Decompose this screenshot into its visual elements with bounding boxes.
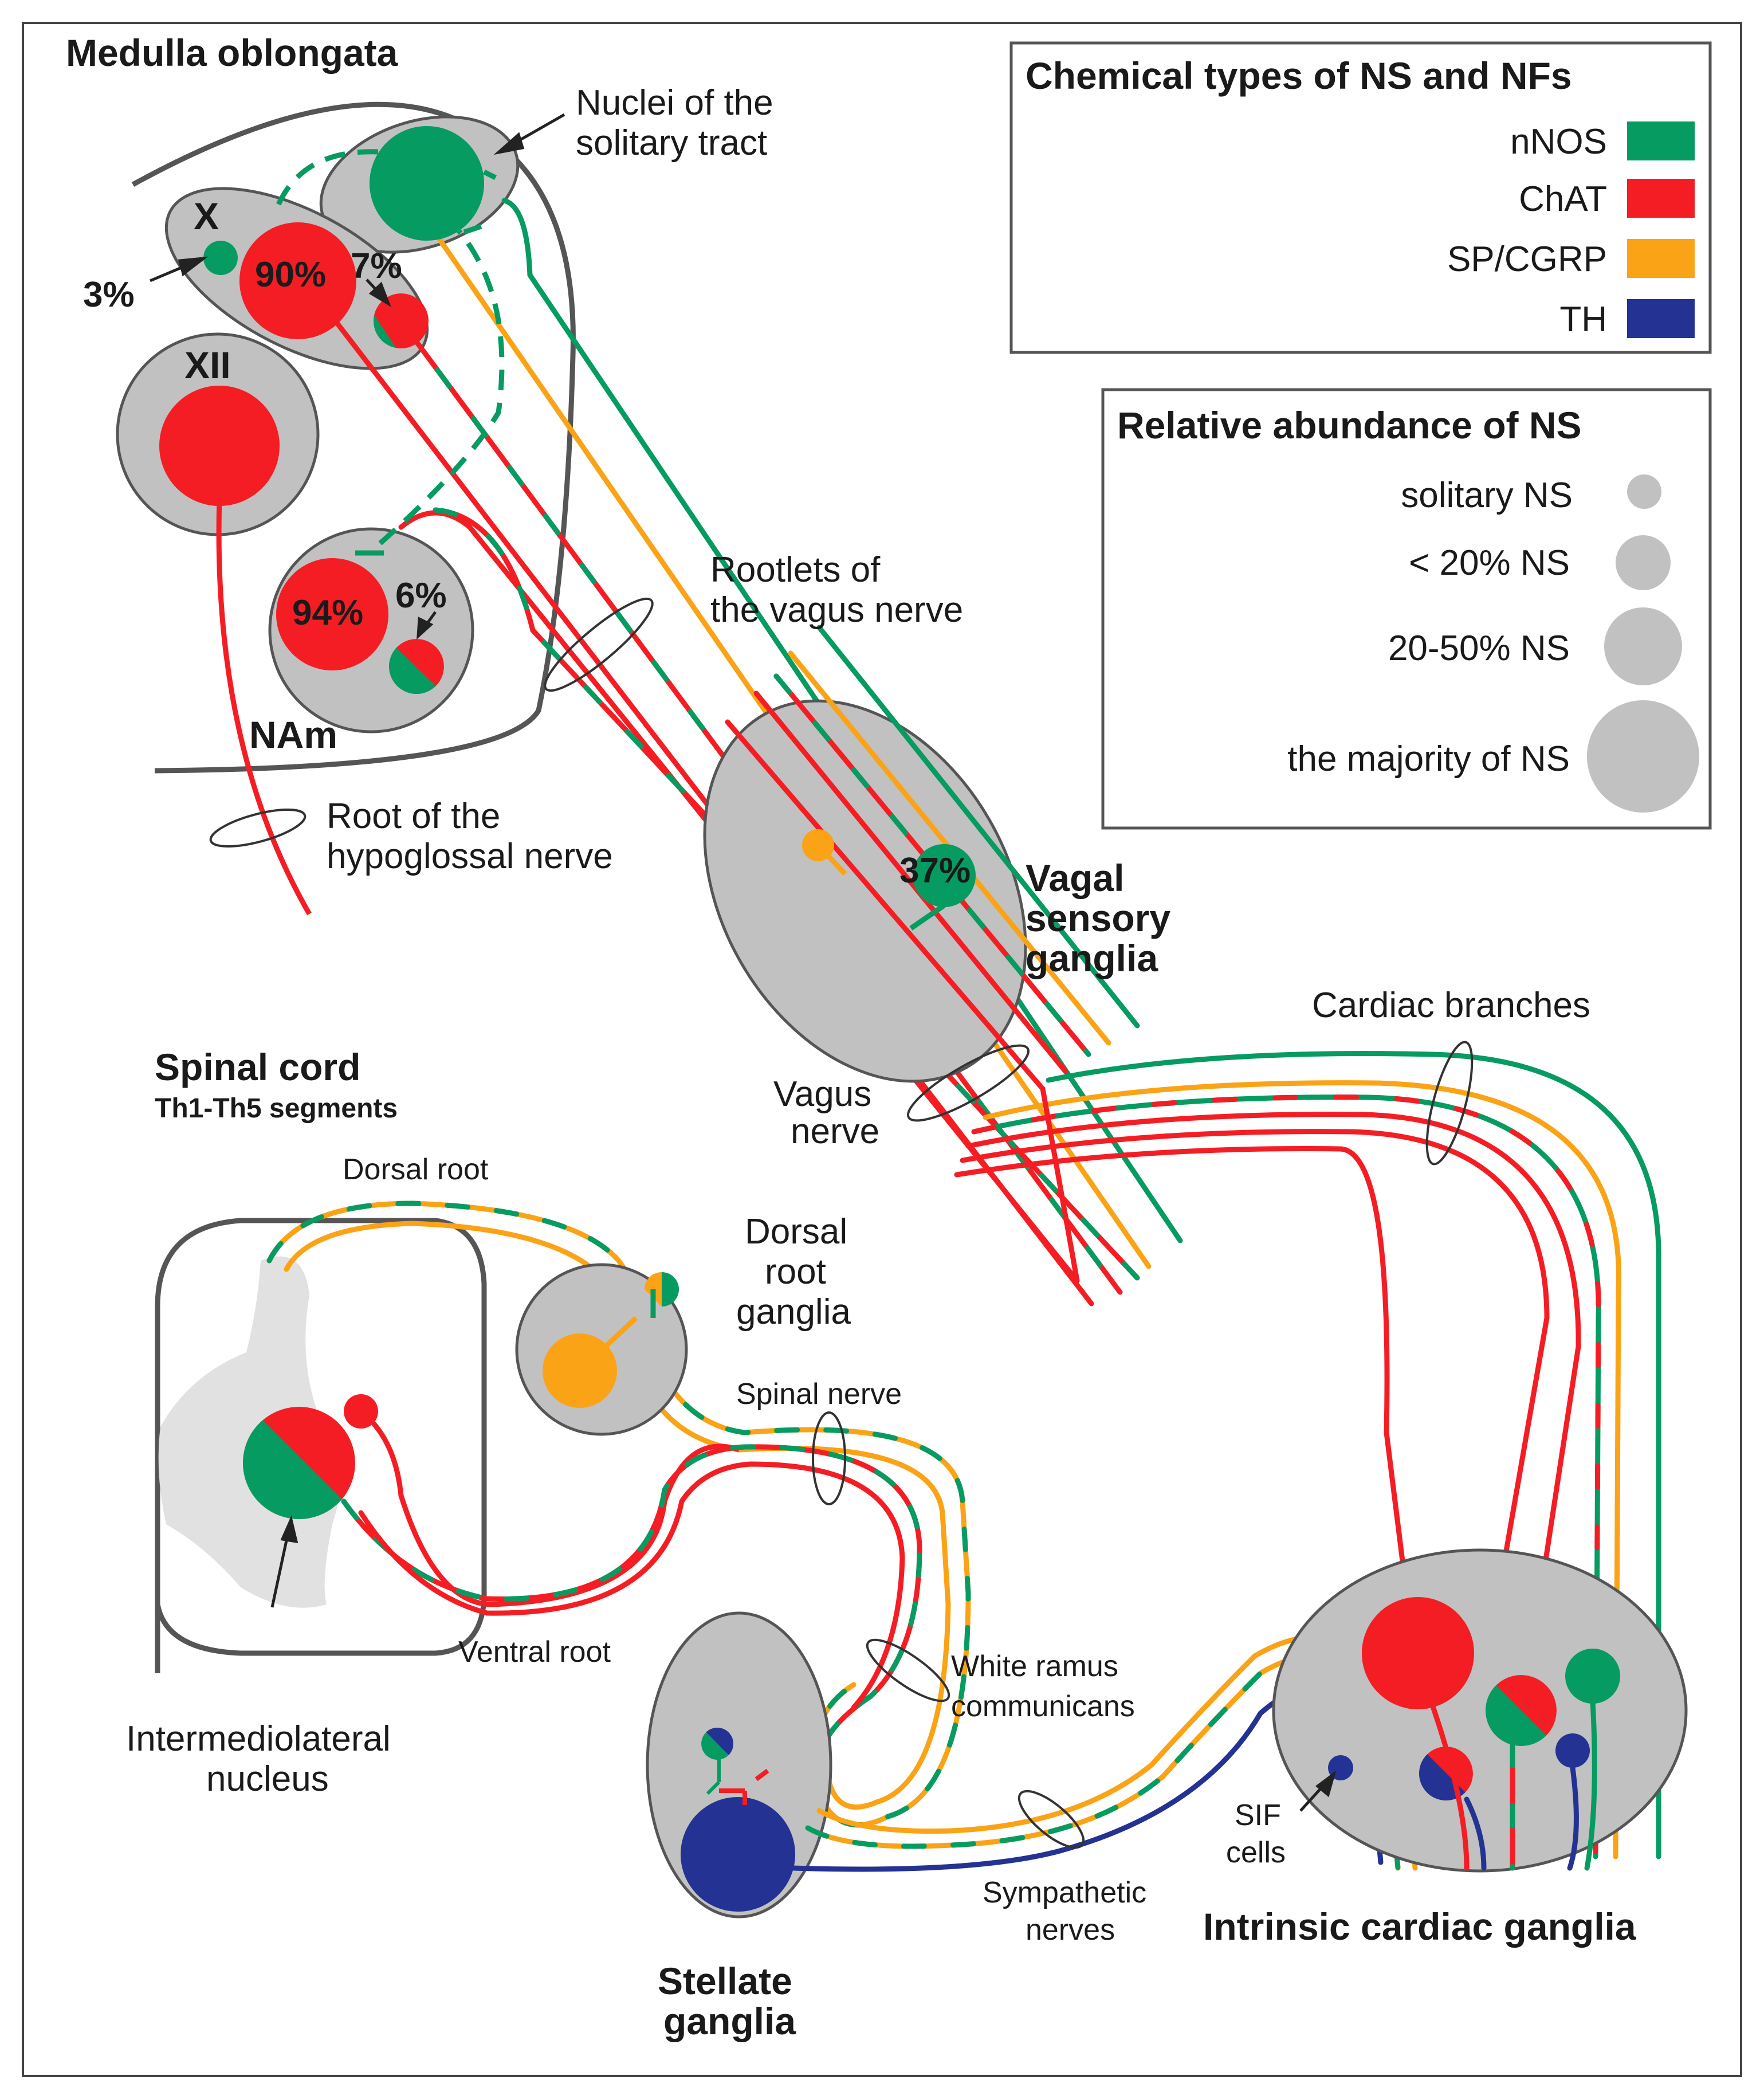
sympathetic-label-1: Sympathetic xyxy=(983,1876,1146,1909)
pct-90: 90% xyxy=(255,255,326,295)
nts-label-2: solitary tract xyxy=(576,123,767,163)
nts-dashed-fibre-nam xyxy=(371,215,505,552)
nam-label: NAm xyxy=(249,713,337,756)
legend-swatch-chat xyxy=(1627,179,1695,218)
vagus-label-1: Vagus xyxy=(773,1074,871,1114)
ventral-root-fibres xyxy=(341,1444,922,1745)
nts-dashed-fibre-x xyxy=(272,149,379,214)
intrinsic-cardiac-ganglion-ellipse xyxy=(1272,1548,1688,1873)
nerve-label-rings xyxy=(209,597,1474,1849)
legend-abundance-title: Relative abundance of NS xyxy=(1117,404,1582,446)
legend-abundance-20-50: 20-50% NS xyxy=(1388,629,1570,668)
legend-abundance-lt20: < 20% NS xyxy=(1409,543,1570,583)
legend-dot-lt20 xyxy=(1616,535,1671,590)
white-ramus-label-2: communicans xyxy=(951,1690,1135,1723)
legend-swatch-spcgrp xyxy=(1627,239,1695,278)
vagal-nnos-neuron xyxy=(913,844,976,907)
medulla-outline xyxy=(131,101,576,774)
iml-label-1: Intermediolateral xyxy=(126,1719,391,1759)
legend-abundance-majority: the majority of NS xyxy=(1287,739,1570,779)
drg-label-2: root xyxy=(765,1252,826,1292)
legend-chemical-title: Chemical types of NS and NFs xyxy=(1026,54,1572,97)
legend-swatch-th xyxy=(1627,299,1695,338)
hypoglossal-label-2: hypoglossal nerve xyxy=(327,837,613,876)
x-chat-neuron xyxy=(239,222,356,339)
figure-border xyxy=(22,22,1742,2077)
legend-item-chat-label: ChAT xyxy=(1519,179,1607,219)
legend-abundance-solitary: solitary NS xyxy=(1401,476,1573,515)
legend-dot-solitary xyxy=(1627,474,1661,509)
vagal-label-2: sensory xyxy=(1026,897,1170,939)
white-ramus-label-1: White ramus xyxy=(951,1650,1118,1683)
pct-3: 3% xyxy=(83,275,135,315)
stellate-label-2: ganglia xyxy=(663,2000,796,2042)
pct-7: 7% xyxy=(351,246,402,286)
vagal-label-3: ganglia xyxy=(1026,937,1158,979)
hypoglossal-label-1: Root of the xyxy=(327,797,500,836)
legend-dot-20-50 xyxy=(1604,607,1682,685)
nts-terminal xyxy=(463,169,497,235)
legend-chemical: Chemical types of NS and NFs nNOS ChAT S… xyxy=(1009,41,1712,354)
vagal-ganglion-ellipse xyxy=(703,699,1027,1083)
rootlets-label-2: the vagus nerve xyxy=(710,590,963,630)
stellate-th-neuron xyxy=(681,1797,795,1912)
cardiac-branches-label: Cardiac branches xyxy=(1312,986,1590,1025)
icg-nnos-neuron xyxy=(1565,1649,1620,1704)
dorsal-root-label: Dorsal root xyxy=(343,1153,489,1186)
pct-94: 94% xyxy=(292,593,363,633)
vagus-label-2: nerve xyxy=(791,1112,879,1151)
xii-label: XII xyxy=(184,344,231,386)
intrinsic-label: Intrinsic cardiac ganglia xyxy=(1203,1905,1637,1948)
spinal-cord-outline xyxy=(155,1218,487,1673)
vagal-rootlet-fibres xyxy=(324,198,1183,1307)
drg-label-3: ganglia xyxy=(736,1292,851,1332)
vagal-label-1: Vagal xyxy=(1026,857,1124,899)
legend-item-nnos-label: nNOS xyxy=(1510,122,1607,162)
icg-postganglionic-fibres xyxy=(1429,1699,1597,1871)
nts-nnos-neuron xyxy=(370,126,484,241)
nam-chat-neuron xyxy=(276,558,388,670)
stellate-label-1: Stellate xyxy=(658,1960,792,2002)
ventral-root-label: Ventral root xyxy=(458,1635,611,1669)
pct-6: 6% xyxy=(395,576,447,615)
legend-item-th-label: TH xyxy=(1559,300,1607,339)
sif-label-2: cells xyxy=(1226,1836,1286,1869)
legend-item-spcgrp-label: SP/CGRP xyxy=(1447,240,1607,279)
legend-dot-majority xyxy=(1587,700,1699,813)
spinal-grey-matter xyxy=(158,1256,341,1608)
icg-th-neuron xyxy=(1555,1733,1590,1768)
sympathetic-label-2: nerves xyxy=(1026,1913,1115,1947)
vagus-trunk-fibres xyxy=(1040,1086,1080,1284)
legend-swatch-nnos xyxy=(1627,121,1695,160)
icg-chat-neuron-large xyxy=(1362,1597,1474,1709)
hypoglossal-nerve-fibre xyxy=(216,498,312,916)
nts-label-1: Nuclei of the xyxy=(576,83,773,123)
pct-37: 37% xyxy=(899,851,971,890)
medulla-label: Medulla oblongata xyxy=(66,32,399,74)
pointer-arrows xyxy=(150,113,1337,1812)
x-label: X xyxy=(194,195,219,237)
legend-abundance: Relative abundance of NS solitary NS < 2… xyxy=(1101,388,1712,830)
spinal-nerve-label: Spinal nerve xyxy=(736,1378,902,1411)
sif-label-1: SIF xyxy=(1235,1799,1281,1832)
drg-label-1: Dorsal xyxy=(745,1212,847,1251)
spinal-cord-label: Spinal cord xyxy=(155,1046,360,1088)
cardiac-branch-fibres xyxy=(954,1050,1661,1859)
iml-label-2: nucleus xyxy=(206,1759,329,1799)
xii-chat-neuron xyxy=(159,386,280,506)
spinal-segments-label: Th1-Th5 segments xyxy=(155,1093,398,1124)
rootlets-label-1: Rootlets of xyxy=(710,550,881,590)
x-nnos-neuron xyxy=(203,241,238,275)
